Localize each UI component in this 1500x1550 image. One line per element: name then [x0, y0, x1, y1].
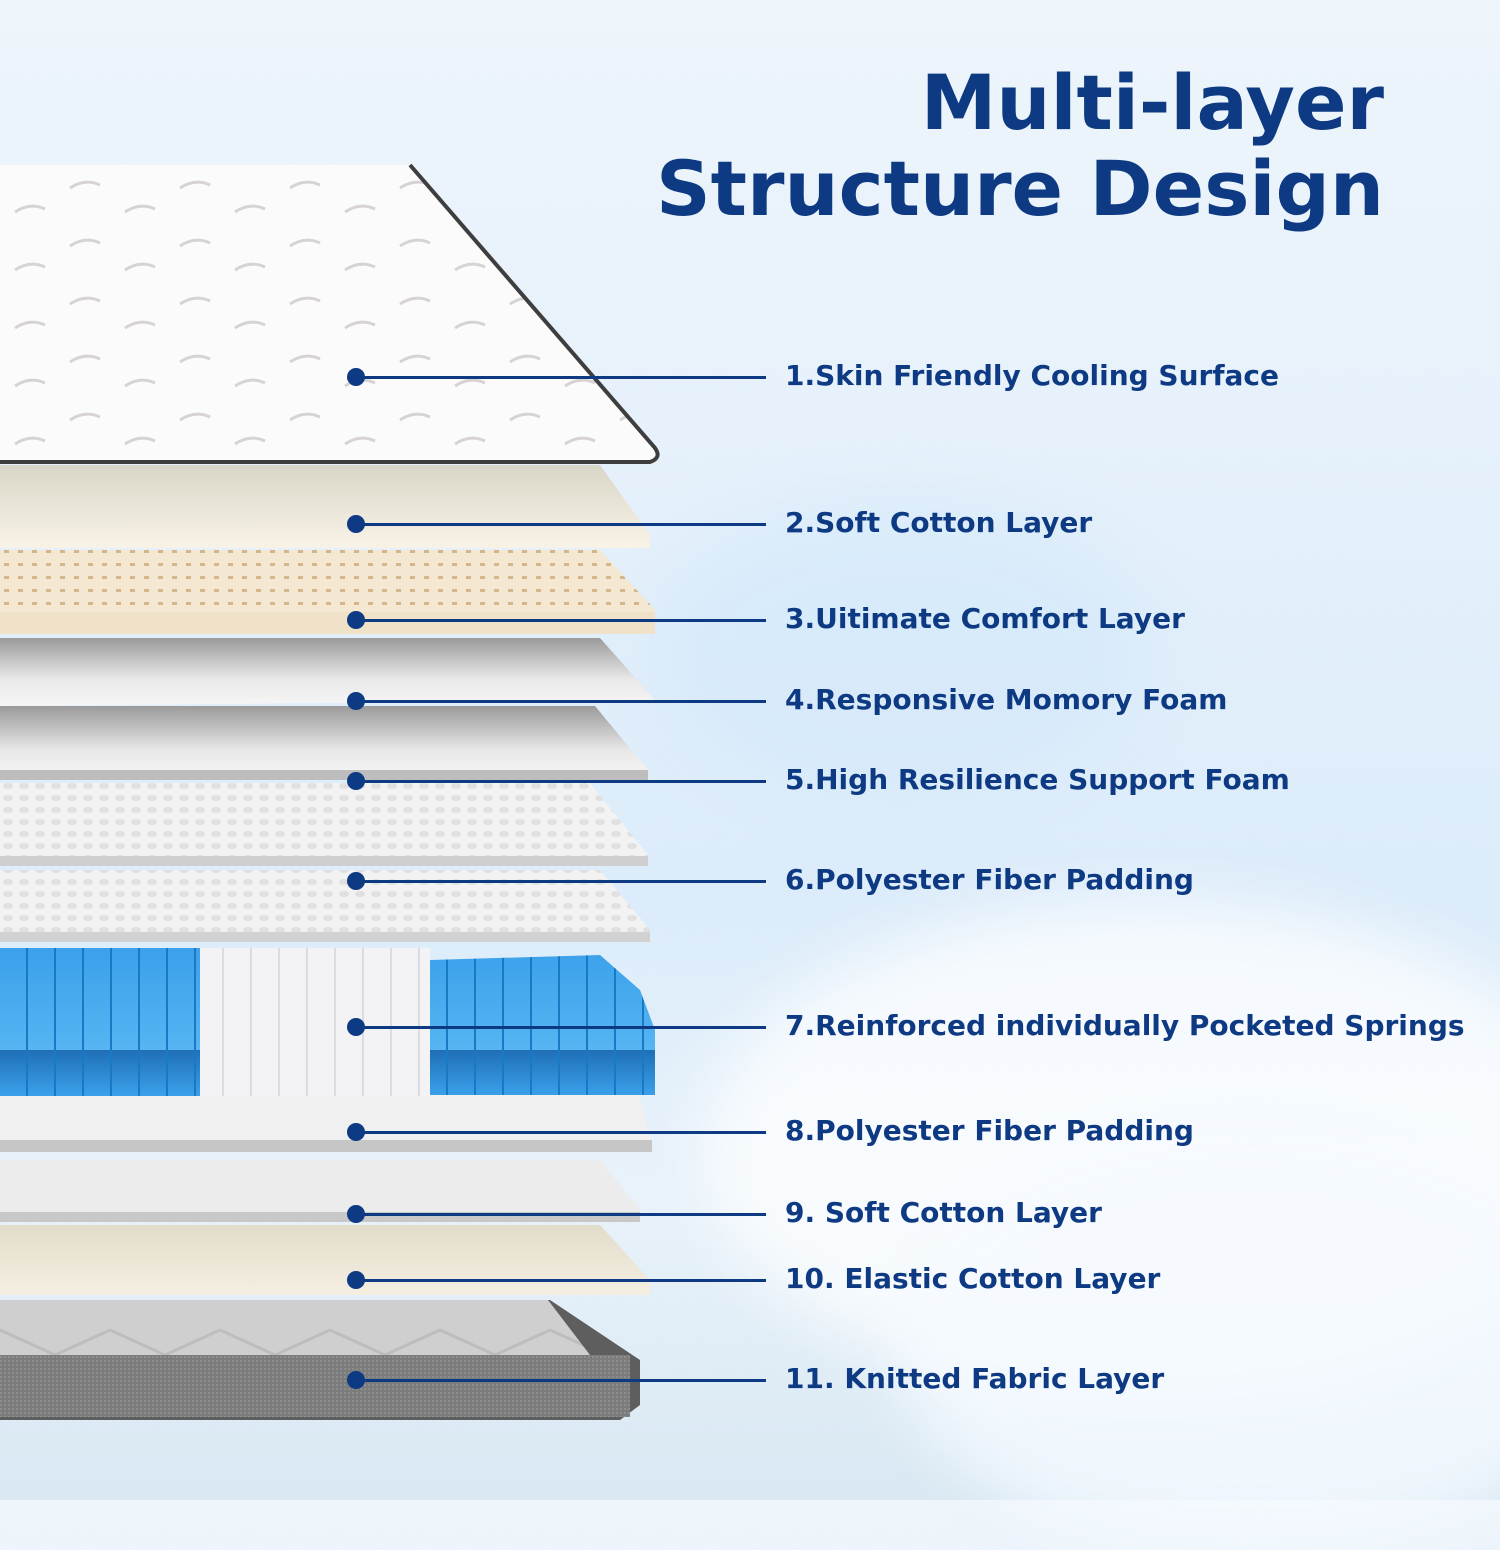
layer-label: 9. Soft Cotton Layer — [785, 1196, 1102, 1229]
layer-label: 1.Skin Friendly Cooling Surface — [785, 359, 1280, 392]
leader-line — [356, 780, 766, 783]
leader-line — [356, 700, 766, 703]
layer-label: 3.Uitimate Comfort Layer — [785, 602, 1185, 635]
leader-line — [356, 1213, 766, 1216]
leader-line — [356, 880, 766, 883]
layer-label: 7.Reinforced individually Pocketed Sprin… — [785, 1009, 1465, 1042]
title-line-2: Structure Design — [655, 144, 1384, 233]
page-title: Multi-layer Structure Design — [656, 60, 1384, 232]
background-cloud — [900, 1150, 1500, 1550]
layer-label: 2.Soft Cotton Layer — [785, 506, 1093, 539]
leader-line — [356, 1131, 766, 1134]
background-cloud — [650, 500, 1150, 800]
mattress-illustration — [0, 163, 660, 1420]
leader-line — [356, 1279, 766, 1282]
layer-label: 10. Elastic Cotton Layer — [785, 1262, 1161, 1295]
leader-line — [356, 1026, 766, 1029]
layer-label: 6.Polyester Fiber Padding — [785, 863, 1194, 896]
leader-line — [356, 619, 766, 622]
leader-line — [356, 523, 766, 526]
title-line-1: Multi-layer — [920, 58, 1384, 147]
leader-line — [356, 376, 766, 379]
leader-line — [356, 1379, 766, 1382]
layer-label: 8.Polyester Fiber Padding — [785, 1114, 1194, 1147]
layer-label: 11. Knitted Fabric Layer — [785, 1362, 1165, 1395]
layer-label: 5.High Resilience Support Foam — [785, 763, 1290, 796]
layer-label: 4.Responsive Momory Foam — [785, 683, 1228, 716]
